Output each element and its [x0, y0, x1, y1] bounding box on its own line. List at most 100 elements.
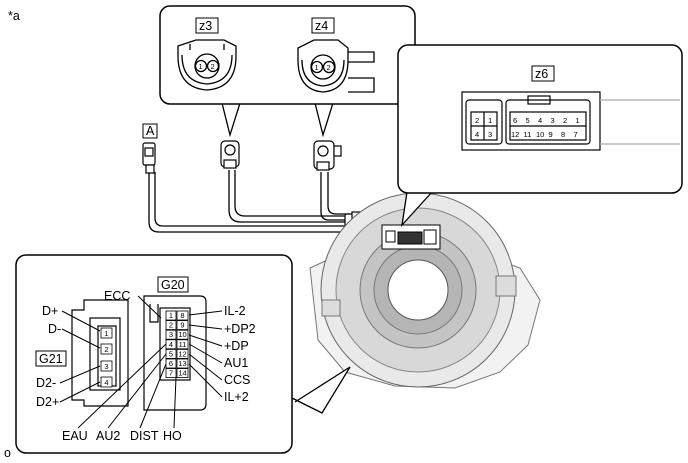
- g20-pin-cell: [165, 329, 177, 340]
- callout-g20-label: G20: [161, 278, 185, 292]
- figure-marker: *a: [8, 9, 20, 23]
- g20-pin: 7: [169, 369, 173, 378]
- g21-pin-cell: [100, 360, 113, 372]
- callout-a: A: [142, 123, 158, 139]
- callout-z6-label: z6: [535, 67, 548, 81]
- g20-pin: 12: [178, 349, 186, 358]
- terminal-eau: EAU: [62, 429, 88, 443]
- wire-harness: [148, 170, 401, 233]
- callout-z4-label: z4: [315, 19, 328, 33]
- terminal-au2: AU2: [96, 429, 120, 443]
- z6-pin: 2: [475, 116, 479, 125]
- connector-g21-face: [71, 299, 129, 407]
- callout-g21-label: G21: [39, 352, 63, 366]
- z3-pin-2: 2: [211, 62, 215, 71]
- terminal-il-2: IL-2: [224, 304, 246, 318]
- g21-pin: 1: [104, 329, 108, 338]
- g20-pin: 11: [179, 340, 187, 349]
- callout-z6-tag: z6: [531, 65, 555, 82]
- z6-pin: 6: [513, 116, 517, 125]
- connector-z3-face: [177, 39, 237, 91]
- terminal-d2-plus: D2+: [36, 395, 59, 409]
- g20-pin: 2: [169, 321, 173, 330]
- g20-pin-cell: [176, 339, 189, 350]
- z4-pin-2: 2: [327, 63, 331, 72]
- terminal-leader-lines: [59, 295, 223, 429]
- connector-z6-face: [461, 91, 680, 151]
- g21-terminal-labels: D+ D- D2- D2+: [36, 304, 61, 409]
- g20-pin-cell: [165, 310, 177, 321]
- g20-pin-cell: [176, 348, 189, 359]
- terminal-dp: +DP: [224, 339, 249, 353]
- g21-pin: 4: [104, 378, 108, 387]
- g20-pin-cell: [176, 358, 189, 369]
- terminal-il-plus-2: IL+2: [224, 390, 249, 404]
- terminal-ho: HO: [163, 429, 182, 443]
- g20-pin: 9: [180, 321, 184, 330]
- z6-pin: 12: [511, 130, 519, 139]
- g20-pin-cell: [176, 320, 189, 331]
- z3-pin-1: 1: [199, 62, 203, 71]
- connector-z4-face: [297, 39, 375, 93]
- corner-mark: o: [4, 446, 11, 460]
- z6-pin: 1: [576, 116, 580, 125]
- terminal-d-plus: D+: [42, 304, 58, 318]
- g20-pin: 13: [178, 359, 186, 368]
- z6-pin: 3: [488, 130, 492, 139]
- g20-pin-cell: [176, 368, 189, 379]
- g20-pin-cell: [165, 320, 177, 331]
- g21-pin-cell: [100, 343, 113, 355]
- g21-pin-column: 1 2 3 4: [100, 327, 113, 388]
- callout-z6: [397, 44, 683, 194]
- g20-pin-cell: [176, 310, 189, 321]
- spiral-cable-body: [309, 192, 541, 389]
- connector-a: [142, 142, 156, 174]
- callout-g21: G21: [35, 350, 67, 367]
- g20-pin: 10: [178, 330, 186, 339]
- terminal-d2-minus: D2-: [36, 376, 56, 390]
- callout-z3-label: z3: [199, 19, 212, 33]
- terminal-dist: DIST: [130, 429, 159, 443]
- z6-small-pin-grid: 2 1 4 3: [475, 116, 492, 139]
- g20-pin: 14: [178, 369, 186, 378]
- connector-z3-small: [220, 140, 240, 169]
- callout-pointers: [221, 102, 433, 414]
- g20-pin-cell: [165, 368, 177, 379]
- callout-a-label: A: [146, 124, 155, 138]
- z6-pin: 9: [549, 130, 553, 139]
- z6-pin: 11: [524, 130, 532, 139]
- z6-pin: 3: [551, 116, 555, 125]
- z4-pin-1: 1: [315, 63, 319, 72]
- z6-pin: 7: [574, 130, 578, 139]
- z6-pin: 1: [488, 116, 492, 125]
- g21-pin-cell: [100, 376, 113, 388]
- g20-right-terminal-labels: IL-2 +DP2 +DP AU1 CCS IL+2: [224, 304, 256, 404]
- z6-pin: 8: [561, 130, 565, 139]
- terminal-au1: AU1: [224, 356, 248, 370]
- z6-pin: 10: [536, 130, 544, 139]
- z6-pin: 5: [526, 116, 530, 125]
- z6-pin: 4: [475, 130, 479, 139]
- z6-pin: 4: [538, 116, 542, 125]
- g20-pin-cell: [165, 358, 177, 369]
- g21-pin: 2: [104, 345, 108, 354]
- g20-pin: 6: [169, 359, 173, 368]
- callout-g20-g21: [15, 254, 293, 454]
- g20-pin: 1: [169, 311, 173, 320]
- spiral-cable-connector: [381, 224, 441, 250]
- callout-z4: z4: [311, 17, 335, 34]
- callout-z3: z3: [195, 17, 219, 34]
- g20-bottom-terminal-labels: EAU AU2 DIST HO: [62, 429, 182, 443]
- g21-pin: 3: [104, 362, 108, 371]
- callout-g20: G20: [157, 276, 189, 293]
- terminal-dp2: +DP2: [224, 322, 256, 336]
- g20-pin-cell: [176, 329, 189, 340]
- g20-pin-cell: [165, 348, 177, 359]
- g20-pin: 8: [180, 311, 184, 320]
- connector-z4-small: [313, 140, 342, 171]
- g21-pin-cell: [100, 327, 113, 339]
- g20-pin: 4: [169, 340, 173, 349]
